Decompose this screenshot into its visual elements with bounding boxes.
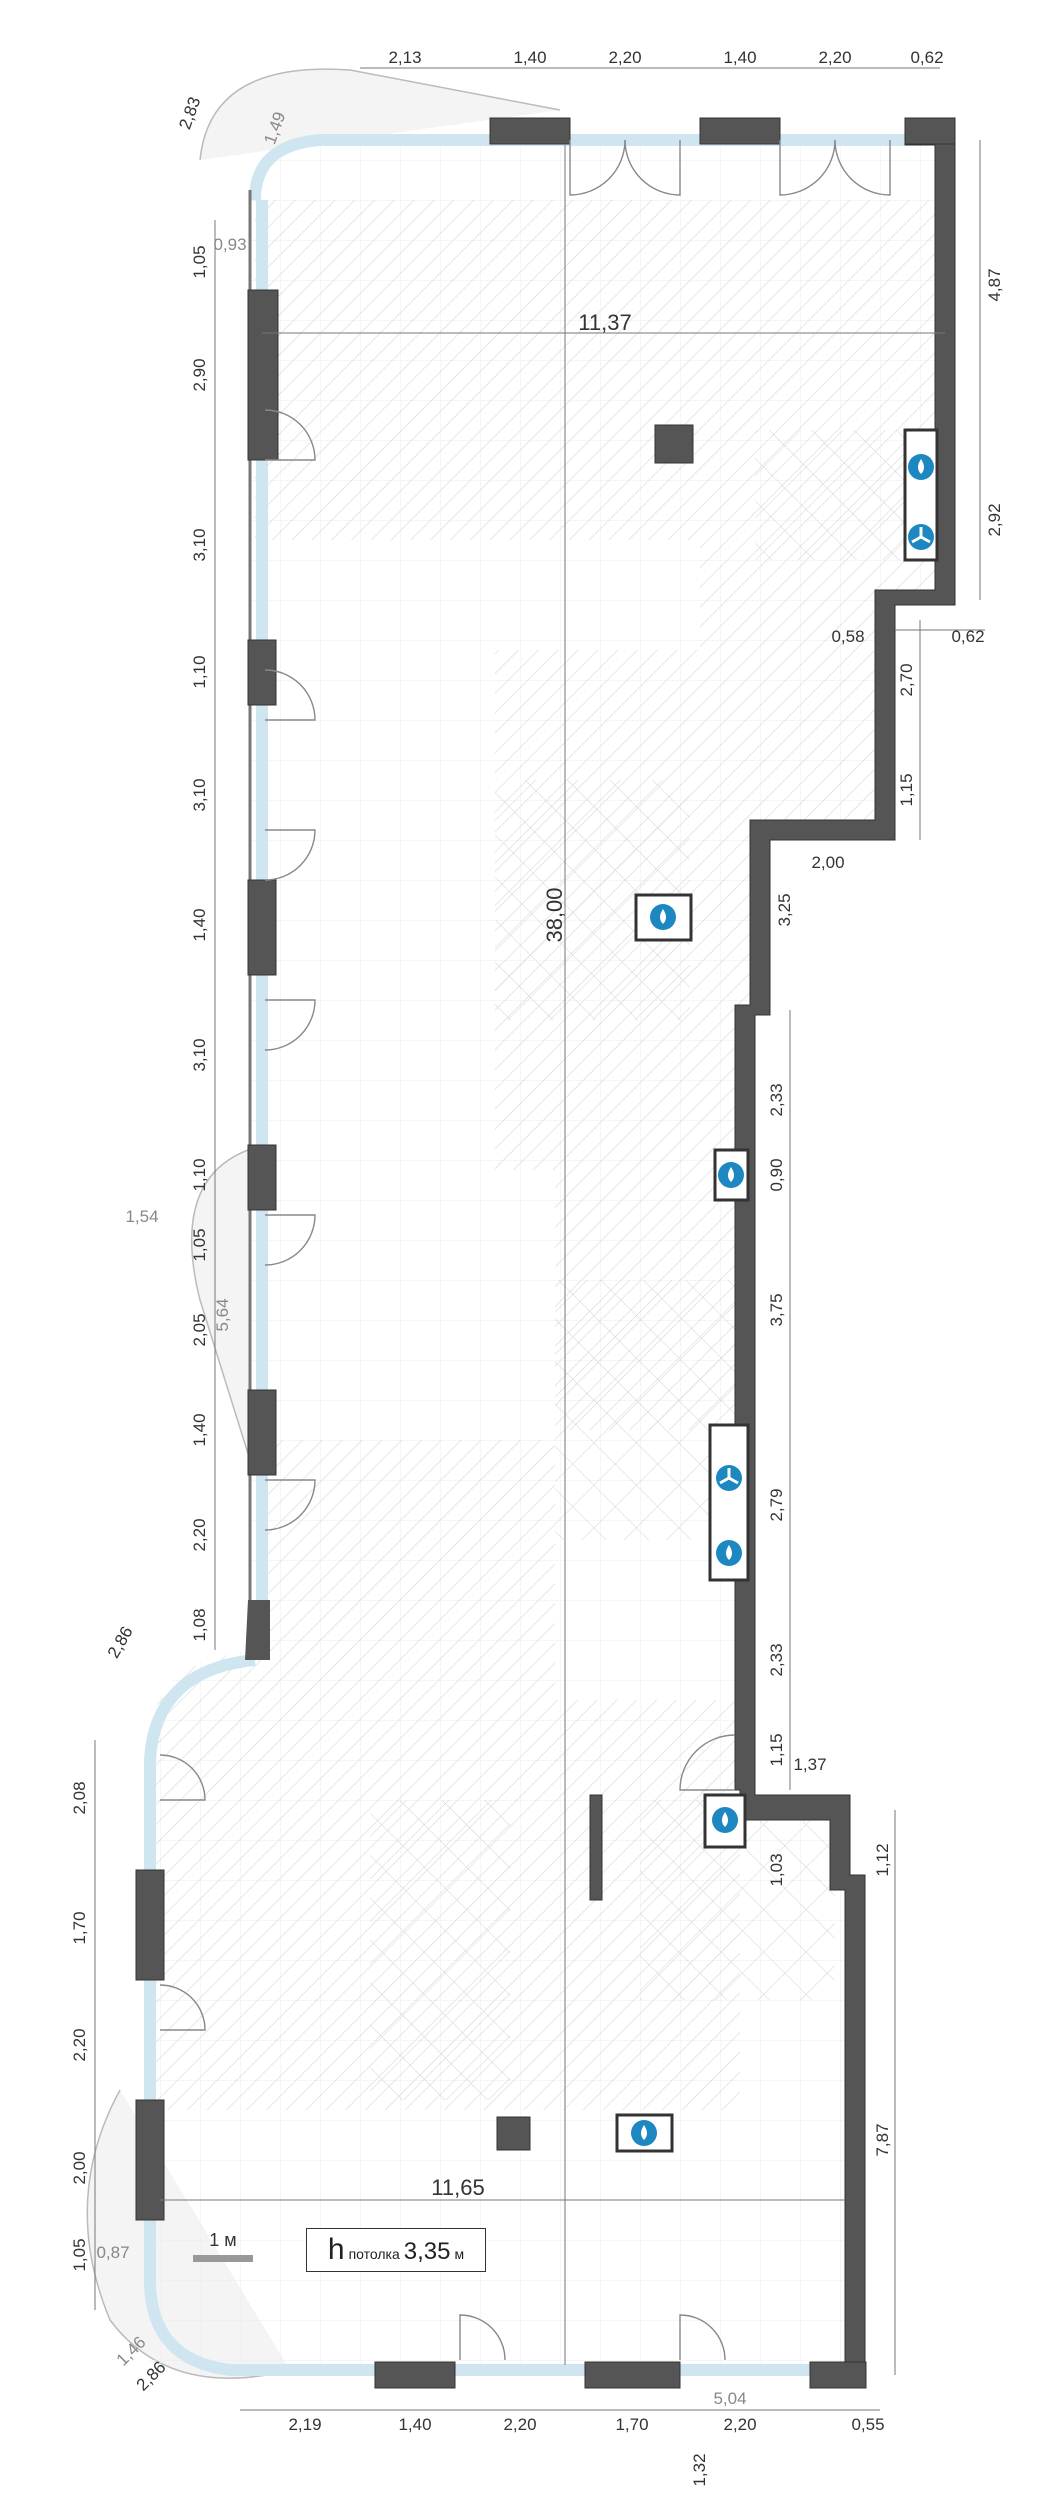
dim-bottom-1: 2,19 — [288, 2415, 321, 2434]
dim-misc-4: 1,54 — [125, 1207, 158, 1226]
dim-misc-11: 1,32 — [690, 2453, 709, 2486]
dims-misc: 2,83 1,49 0,93 1,54 5,64 2,86 0,87 1,46 … — [96, 94, 746, 2486]
dim-left-9: 1,05 — [190, 1228, 209, 1261]
dim-misc-6: 2,86 — [104, 1623, 137, 1661]
dims-bottom: 2,19 1,40 2,20 1,70 2,20 0,55 — [288, 2415, 884, 2434]
dim-left-11: 1,40 — [190, 1413, 209, 1446]
glazing-top — [249, 134, 905, 201]
dim-right-6: 1,15 — [897, 773, 916, 806]
dim-left-1: 1,05 — [190, 245, 209, 278]
scale-label: 1 м — [209, 2230, 237, 2250]
dims-left-lower: 2,08 1,70 2,20 2,00 1,05 — [70, 1781, 89, 2271]
dim-misc-10: 5,04 — [713, 2389, 746, 2408]
fan-icons — [716, 524, 934, 1491]
dim-left-2: 2,90 — [190, 358, 209, 391]
dim-left-8: 1,10 — [190, 1158, 209, 1191]
dim-right-15: 1,37 — [793, 1755, 826, 1774]
ceiling-letter: h — [327, 2233, 345, 2266]
dim-misc-5: 5,64 — [213, 1298, 232, 1331]
dim-left-7: 3,10 — [190, 1038, 209, 1071]
curved-facade-mid — [190, 1149, 251, 1461]
dim-left-5: 3,10 — [190, 778, 209, 811]
ceiling-sub: потолка — [348, 2246, 400, 2262]
dim-right-12: 2,79 — [767, 1488, 786, 1521]
dim-top-1: 2,13 — [388, 48, 421, 67]
dim-top-6: 0,62 — [910, 48, 943, 67]
dim-bottom-3: 2,20 — [503, 2415, 536, 2434]
dim-bottom-5: 2,20 — [723, 2415, 756, 2434]
dim-right-8: 3,25 — [775, 893, 794, 926]
dim-left-12: 2,20 — [190, 1518, 209, 1551]
width-lower-label: 11,65 — [431, 2175, 484, 2200]
dims-left-upper: 1,05 2,90 3,10 1,10 3,10 1,40 3,10 1,10 … — [190, 245, 209, 1641]
dim-left-6: 1,40 — [190, 908, 209, 941]
curved-facade-top — [199, 68, 561, 161]
dim-right-7: 2,00 — [811, 853, 844, 872]
dim-top-4: 1,40 — [723, 48, 756, 67]
dim-right-9: 2,33 — [767, 1083, 786, 1116]
dim-bottom-4: 1,70 — [615, 2415, 648, 2434]
scale-bar: 1 м — [190, 2230, 256, 2262]
glazing-lower-left — [144, 1654, 820, 2376]
dim-right-2: 2,92 — [985, 503, 1004, 536]
length-label: 38,00 — [542, 887, 567, 942]
dim-right-3: 0,58 — [831, 627, 864, 646]
dim-misc-1: 2,83 — [175, 94, 204, 132]
dim-right-17: 1,12 — [873, 1843, 892, 1876]
dim-bottom-2: 1,40 — [398, 2415, 431, 2434]
hatched-zone-lower — [150, 1440, 740, 2110]
dim-left-4: 1,10 — [190, 655, 209, 688]
dim-left-10: 2,05 — [190, 1313, 209, 1346]
dim-right-13: 2,33 — [767, 1643, 786, 1676]
dim-left-lower-4: 2,00 — [70, 2151, 89, 2184]
dim-right-18: 7,87 — [873, 2123, 892, 2156]
dim-left-3: 3,10 — [190, 528, 209, 561]
dim-right-5: 2,70 — [897, 663, 916, 696]
dims-top: 2,13 1,40 2,20 1,40 2,20 0,62 — [388, 48, 943, 67]
dims-right: 4,87 2,92 0,58 0,62 2,70 1,15 2,00 3,25 … — [767, 268, 1004, 2156]
dim-left-lower-2: 1,70 — [70, 1911, 89, 1944]
dim-top-3: 2,20 — [608, 48, 641, 67]
wall-pillars — [135, 117, 956, 2389]
dim-right-10: 0,90 — [767, 1158, 786, 1191]
ceiling-value: 3,35 — [403, 2238, 451, 2265]
dimension-lines — [94, 67, 985, 2411]
dim-misc-7: 0,87 — [96, 2243, 129, 2262]
dim-left-13: 1,08 — [190, 1608, 209, 1641]
width-upper-label: 11,37 — [578, 310, 631, 335]
dim-left-lower-1: 2,08 — [70, 1781, 89, 1814]
dim-top-2: 1,40 — [513, 48, 546, 67]
water-drop-glyphs — [641, 459, 924, 2140]
scale-bar-graphic — [193, 2255, 253, 2262]
dim-right-16: 1,03 — [767, 1853, 786, 1886]
ceiling-height-box: h потолка 3,35 м — [306, 2228, 486, 2272]
dim-left-lower-3: 2,20 — [70, 2028, 89, 2061]
dim-bottom-6: 0,55 — [851, 2415, 884, 2434]
dim-left-lower-5: 1,05 — [70, 2238, 89, 2271]
dim-right-4: 0,62 — [951, 627, 984, 646]
dim-right-1: 4,87 — [985, 268, 1004, 301]
left-wall-notch — [245, 1600, 270, 1660]
ceiling-unit: м — [454, 2246, 465, 2262]
door-swings — [159, 139, 891, 2361]
dim-misc-3: 0,93 — [213, 235, 246, 254]
dim-top-5: 2,20 — [818, 48, 851, 67]
dim-right-11: 3,75 — [767, 1293, 786, 1326]
dim-right-14: 1,15 — [767, 1733, 786, 1766]
